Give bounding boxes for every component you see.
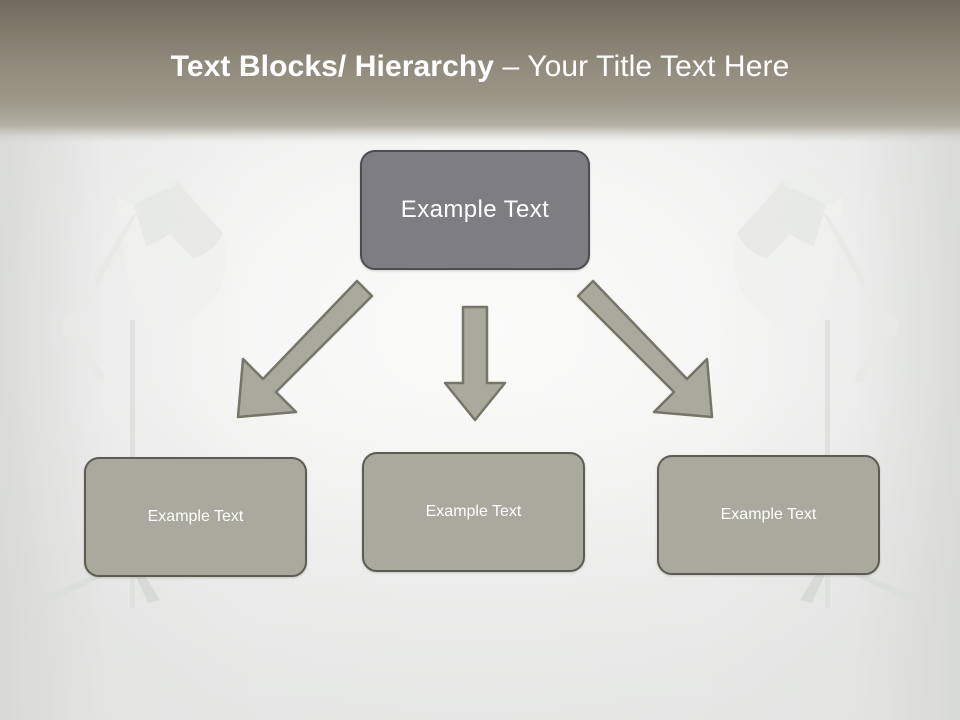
- page-title-light: Your Title Text Here: [527, 50, 790, 83]
- hierarchy-child-box-1[interactable]: Example Text: [84, 457, 307, 577]
- hierarchy-child-label-2: Example Text: [425, 503, 522, 520]
- studio-lamp-left-icon: [18, 148, 248, 608]
- hierarchy-root-label: Example Text: [400, 196, 550, 223]
- header-band: [0, 0, 960, 142]
- hierarchy-child-label-3: Example Text: [720, 506, 817, 523]
- hierarchy-child-box-2[interactable]: Example Text: [362, 452, 585, 572]
- hierarchy-child-box-3[interactable]: Example Text: [657, 455, 880, 575]
- hierarchy-root-box[interactable]: Example Text: [360, 150, 590, 270]
- page-title-separator: –: [494, 50, 528, 83]
- page-title-bold: Text Blocks/ Hierarchy: [170, 50, 495, 83]
- hierarchy-child-label-1: Example Text: [147, 508, 244, 525]
- page-title: Text Blocks/ Hierarchy – Your Title Text…: [0, 50, 960, 84]
